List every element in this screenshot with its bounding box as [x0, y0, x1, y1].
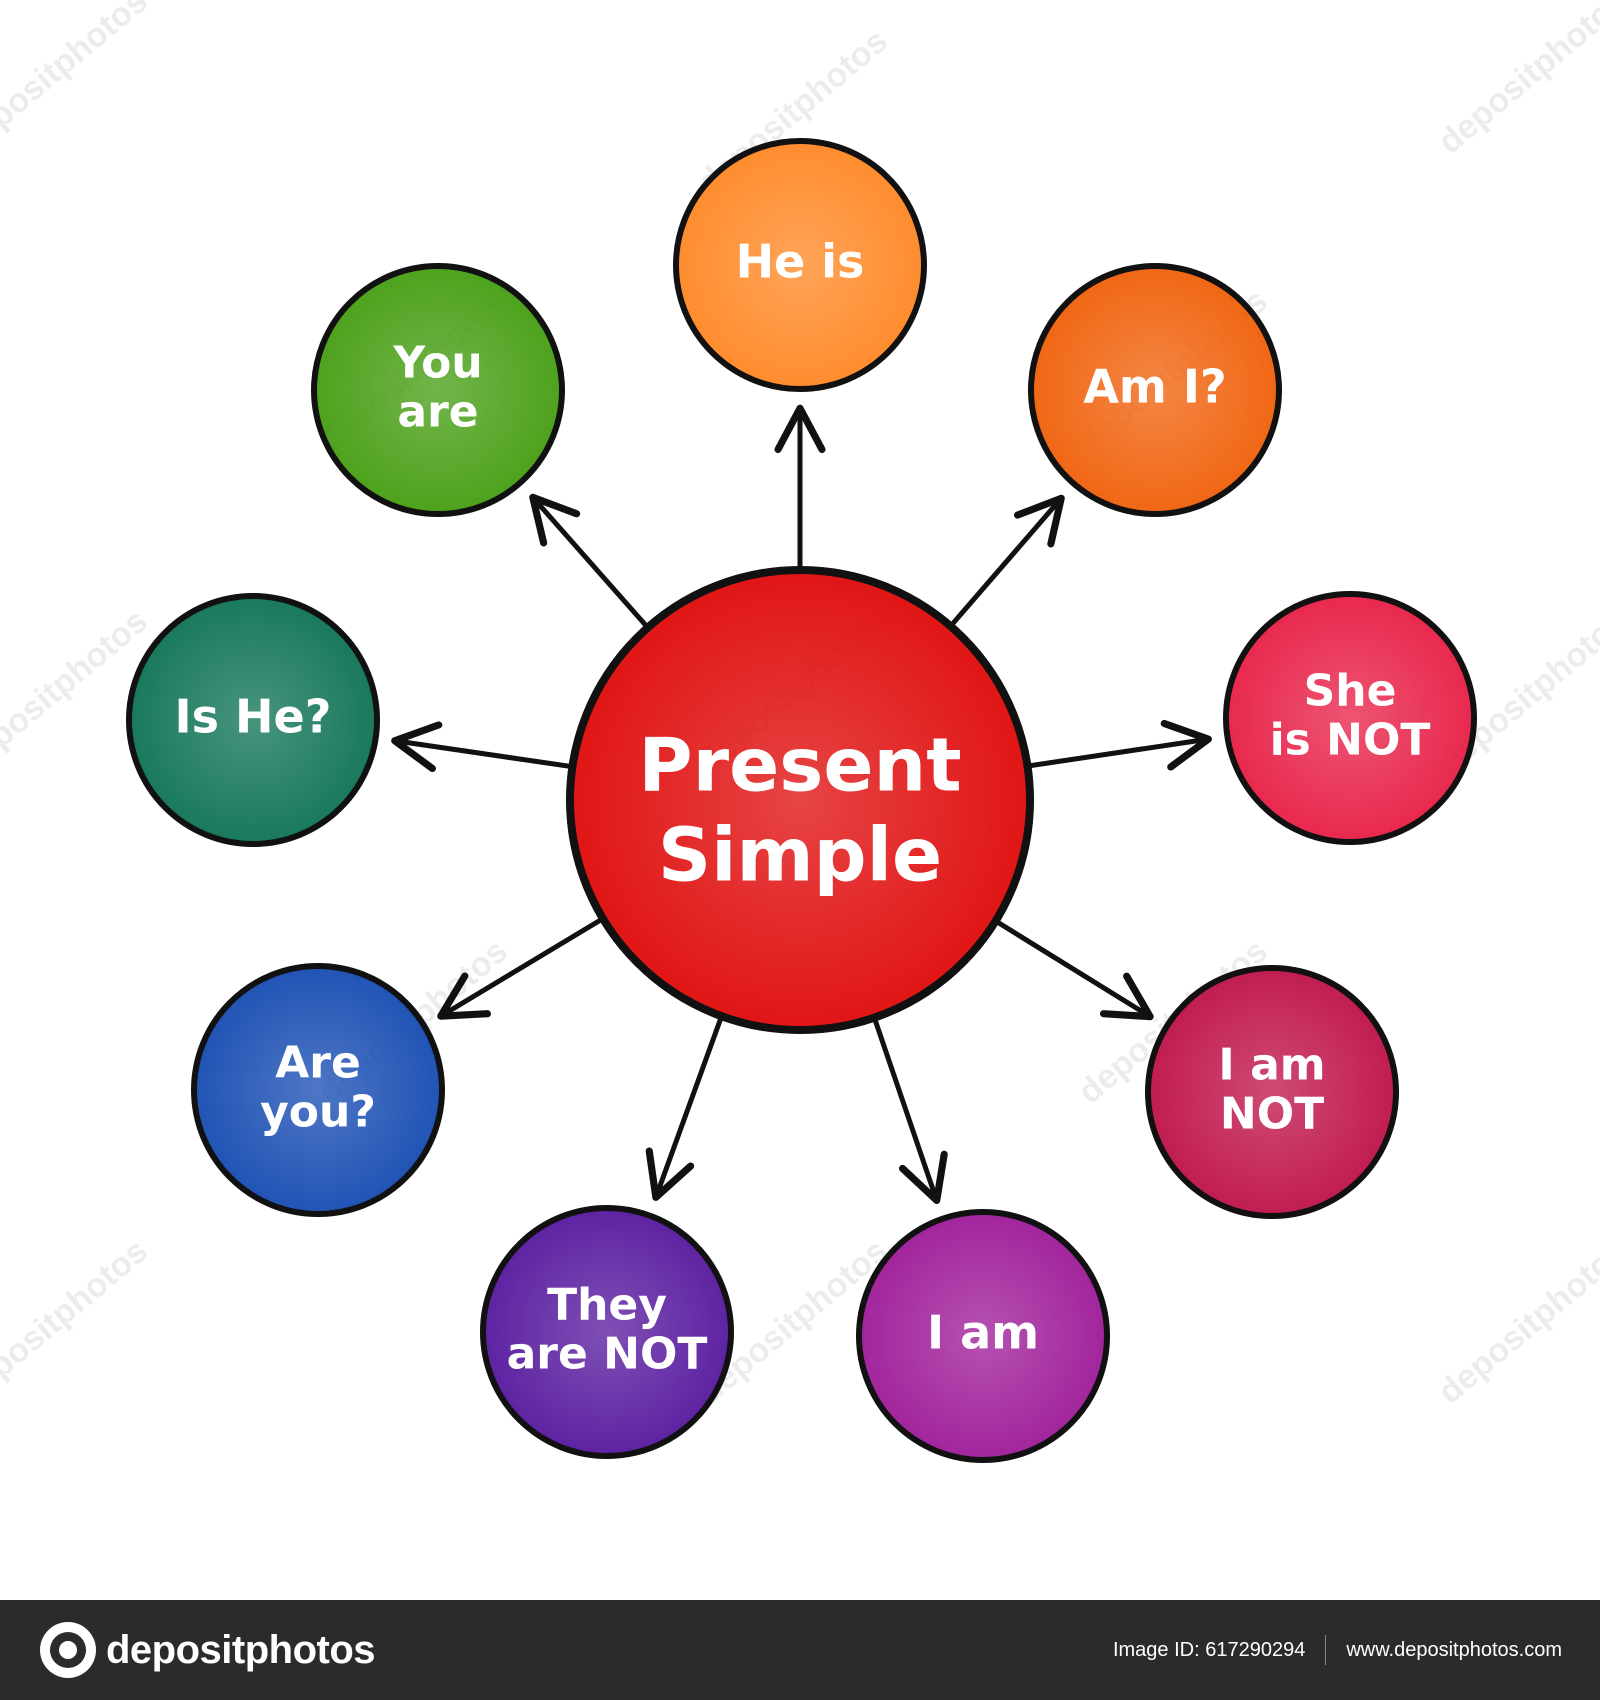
- node-circle-is-he: [126, 593, 380, 847]
- node-label-she-is-not-line-2: is NOT: [1270, 715, 1431, 766]
- node-label-they-are-not-line-2: are NOT: [507, 1329, 708, 1380]
- node-label-is-he-line-1: Is He?: [175, 690, 332, 744]
- footer-info: Image ID: 617290294 www.depositphotos.co…: [1113, 1635, 1562, 1665]
- image-id: Image ID: 617290294: [1112, 1638, 1306, 1661]
- diagram-canvas: depositphotos depositphotos depositphotos d…: [0, 0, 1600, 1463]
- arrow-to-i-am: [872, 1017, 948, 1205]
- node-label-they-are-not-line-1: They: [547, 1279, 667, 1330]
- brand[interactable]: depositphotos: [40, 1622, 376, 1678]
- center-title-line-1: Present: [638, 723, 961, 809]
- footer-divider: [1325, 1635, 1327, 1665]
- node-label-you-are-line-1: You: [392, 337, 482, 388]
- center-node: Present Simple: [566, 566, 1034, 1034]
- node-label-she-is-not-line-1: She: [1304, 665, 1397, 716]
- arrow-to-i-am-not: [994, 919, 1154, 1021]
- node-circle-i-am-not: [1145, 965, 1399, 1219]
- node-circle-am-i: [1028, 263, 1282, 517]
- node-label-i-am-not-line-2: NOT: [1220, 1089, 1324, 1140]
- watermark-text: depositphotos: [0, 0, 155, 161]
- connector-layer: [391, 404, 1212, 1205]
- site-url[interactable]: www.depositphotos.com: [1346, 1638, 1562, 1661]
- footer-bar: depositphotos Image ID: 617290294 www.de…: [0, 1600, 1600, 1700]
- depositphotos-logo-icon: [40, 1622, 96, 1678]
- node-circle-he-is: [673, 138, 927, 392]
- node-circle-you-are: [311, 263, 565, 517]
- arrow-to-is-he: [391, 721, 573, 773]
- arrow-to-you-are: [529, 493, 649, 629]
- node-label-he-is-line-1: He is: [736, 235, 865, 289]
- node-label-are-you-line-1: Are: [275, 1037, 361, 1088]
- node-circle-they-are-not: [480, 1205, 734, 1459]
- node-label-i-am-line-1: I am: [927, 1306, 1039, 1360]
- arrow-to-she-is-not: [1026, 719, 1212, 771]
- node-circle-she-is-not: [1223, 591, 1477, 845]
- node-i-am: I am: [856, 1209, 1110, 1463]
- brand-name: depositphotos: [106, 1627, 376, 1672]
- watermark-text: depositphotos: [1431, 0, 1600, 161]
- node-am-i: Am I?: [1028, 263, 1282, 517]
- node-circle-are-you: [191, 963, 445, 1217]
- node-label-you-are-line-2: are: [397, 387, 478, 438]
- node-label-am-i-line-1: Am I?: [1083, 360, 1226, 414]
- arrow-to-am-i: [949, 494, 1065, 628]
- center-title-line-2: Simple: [658, 813, 942, 899]
- mind-map-diagram: depositphotos depositphotos depositphotos d…: [0, 0, 1600, 1463]
- node-is-he: Is He?: [126, 593, 380, 847]
- center-circle: [566, 566, 1034, 1034]
- watermark-text: depositphotos: [1431, 1232, 1600, 1412]
- arrow-to-are-you: [437, 917, 604, 1020]
- node-he-is: He is: [673, 138, 927, 392]
- watermark-text: depositphotos: [0, 1232, 155, 1412]
- arrow-to-they-are-not: [645, 1015, 724, 1201]
- node-label-i-am-not-line-1: I am: [1218, 1039, 1325, 1090]
- node-label-are-you-line-2: you?: [260, 1087, 376, 1138]
- node-circle-i-am: [856, 1209, 1110, 1463]
